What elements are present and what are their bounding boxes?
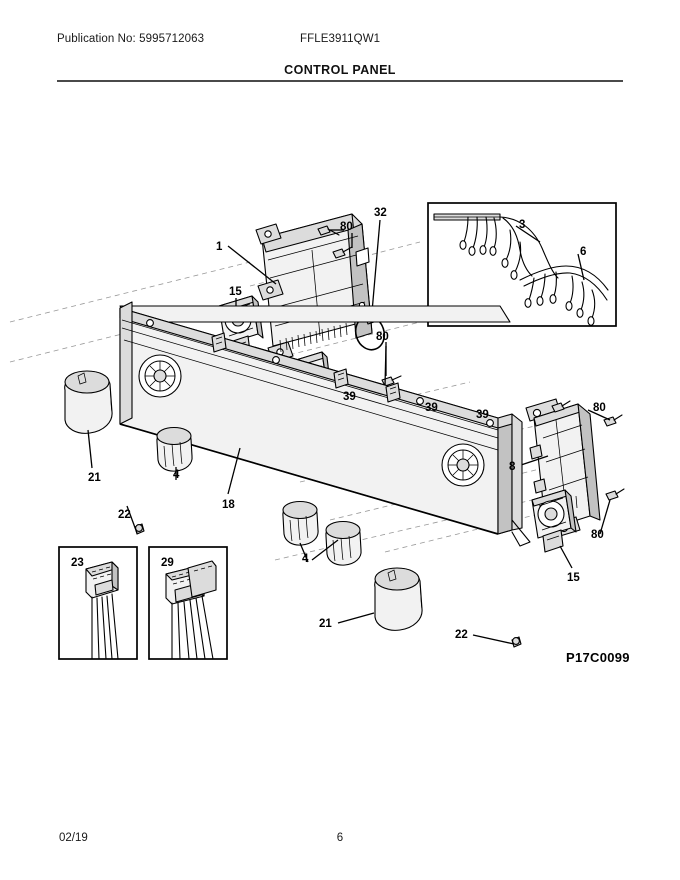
document-header: Publication No: 5995712063 FFLE3911QW1 [57, 33, 623, 53]
page-title: CONTROL PANEL [284, 63, 396, 77]
leader-3 [515, 225, 541, 243]
leader-32 [371, 219, 381, 313]
leader-8 [517, 455, 549, 467]
callout-number: 22 [118, 509, 131, 521]
callout-number: 3 [519, 219, 526, 231]
callout-number: 39 [343, 391, 356, 403]
callout-number: 29 [161, 557, 174, 569]
callout-number: 32 [374, 207, 387, 219]
leader-80-c [587, 409, 611, 421]
knob-recess-right [441, 443, 485, 487]
callout-number: 1 [216, 241, 223, 253]
callout-number: 39 [476, 409, 489, 421]
callout-number: 80 [376, 331, 389, 343]
part-retainer-clip-22-right [511, 636, 522, 648]
part-control-board [255, 213, 373, 363]
leader-21-a [87, 429, 93, 469]
part-harness-6 [519, 265, 609, 326]
callout-number: 15 [229, 286, 242, 298]
footer-date: 02/19 [59, 832, 88, 844]
part-console-panel-18 [119, 301, 531, 547]
callout-number: 15 [567, 572, 580, 584]
leader-22-b [472, 634, 515, 645]
callout-number: 23 [71, 557, 84, 569]
callout-number: 80 [340, 221, 353, 233]
retainer-clip-face-c [385, 382, 401, 403]
part-screw-80-right-a [551, 400, 571, 413]
leader-80-d [599, 499, 611, 535]
connector-inset-23 [58, 546, 138, 660]
exploded-view-drawing: .ln { stroke:#000; fill:none; stroke-wid… [0, 90, 680, 670]
callout-number: 8 [509, 461, 516, 473]
leader-18 [227, 447, 241, 495]
leader-22-a [126, 505, 138, 534]
part-screw-80-right-c [605, 488, 625, 501]
callout-number: 4 [302, 553, 309, 565]
callout-number: 4 [173, 469, 180, 481]
leader-4-b [311, 539, 339, 561]
figure-code: P17C0099 [566, 650, 630, 665]
part-control-knob-4-b [282, 500, 319, 546]
callout-number: 80 [591, 529, 604, 541]
callout-number: 22 [455, 629, 468, 641]
connector-inset-29 [148, 546, 228, 660]
part-selector-knob-21-left [64, 370, 113, 434]
leader-6 [577, 253, 585, 281]
knob-recess-left [138, 354, 182, 398]
callout-number: 18 [222, 499, 235, 511]
wiring-harness-inset [427, 202, 617, 327]
retainer-clip-face-b [333, 368, 349, 389]
diagram-svg: .ln { stroke:#000; fill:none; stroke-wid… [9, 202, 625, 660]
leader-15-b [559, 545, 573, 569]
callout-number: 21 [319, 618, 332, 630]
title-divider [57, 80, 623, 82]
part-rotary-switch-15-right [531, 489, 577, 553]
model-number: FFLE3911QW1 [300, 33, 381, 45]
leader-4-b2 [299, 542, 309, 563]
part-control-knob-4-a [156, 426, 193, 472]
part-screw-80-top-b [332, 246, 353, 259]
footer-page-number: 6 [336, 832, 344, 844]
retainer-clip-face-a [211, 332, 227, 353]
callout-number: 21 [88, 472, 101, 484]
part-control-knob-4-c [325, 520, 362, 566]
part-selector-knob-21-lower [374, 567, 423, 631]
leader-21-b [337, 612, 375, 624]
part-screw-80-right-b [603, 414, 623, 427]
callout-number: 39 [425, 402, 438, 414]
publication-number: Publication No: 5995712063 [57, 33, 205, 45]
part-harness-3 [433, 213, 559, 280]
leader-1 [227, 245, 277, 285]
callout-number: 80 [593, 402, 606, 414]
callout-number: 6 [580, 246, 587, 258]
part-screw-80-top-a [317, 225, 340, 236]
